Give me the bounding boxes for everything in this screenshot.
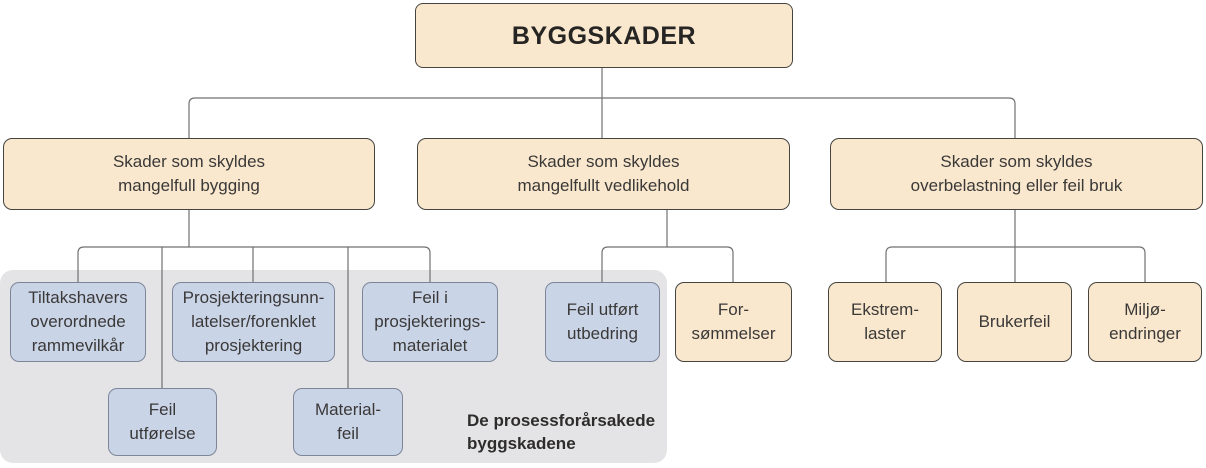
cause-node-miljoendringer: Miljø- endringer [1088,282,1202,362]
cause-node-feil-utfort-utbedring: Feil utført utbedring [545,282,660,362]
cause-node-brukerfeil: Brukerfeil [957,282,1072,362]
branch-node-mangelfull-bygging: Skader som skyldes mangelfull bygging [3,138,375,210]
cause-node-materialfeil: Material- feil [293,388,403,456]
panel-caption: De prosessforårsakede byggskadene [467,411,656,453]
cause-node-prosjekteringsunnlatelser: Prosjekteringsunn- latelser/forenklet pr… [172,282,335,362]
cause-node-feil-i-prosjekteringsmaterialet: Feil i prosjekterings- materialet [362,282,498,362]
cause-node-forsommelser: For- sømmelser [675,282,792,362]
branch-node-overbelastning-feil-bruk: Skader som skyldes overbelastning eller … [830,138,1203,210]
root-node-byggskader: BYGGSKADER [415,3,793,68]
cause-node-ekstremlaster: Ekstrem- laster [828,282,942,362]
cause-node-tiltakshavers-rammevilkar: Tiltakshavers overordnede rammevilkår [10,282,146,362]
branch-node-mangelfullt-vedlikehold: Skader som skyldes mangelfullt vedlikeho… [417,138,790,210]
cause-node-feil-utforelse: Feil utførelse [108,388,217,456]
